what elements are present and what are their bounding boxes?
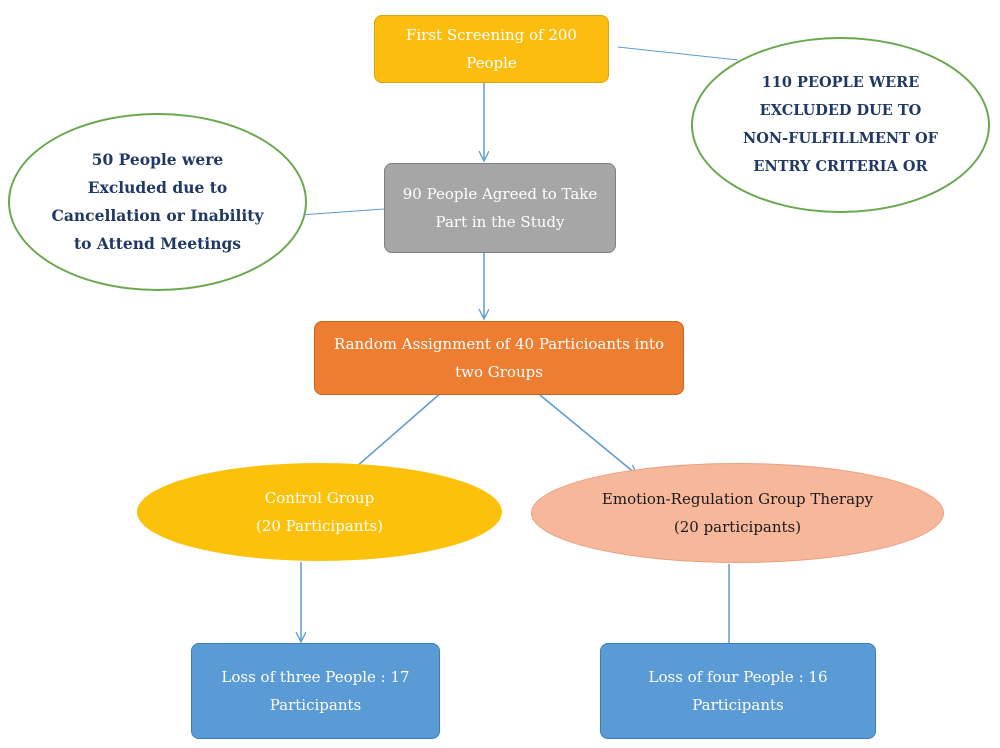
random-assignment-box: Random Assignment of 40 Particioants int… <box>314 321 684 395</box>
arrow-random-to-erg <box>539 394 636 474</box>
erg-loss-box: Loss of four People : 16 Participants <box>600 643 876 739</box>
control-group-ellipse: Control Group (20 Participants) <box>137 463 502 561</box>
control-line-1: Control Group <box>264 489 375 507</box>
erg-line-2: (20 participants) <box>673 518 802 536</box>
excluded-110-line-3: NON-FULFILLMENT OF <box>743 130 938 147</box>
loss3-line-1: Loss of three People : 17 <box>221 668 410 686</box>
excluded-50-line-1: 50 People were <box>91 150 224 169</box>
line-screening-to-excluded-110 <box>617 46 739 61</box>
line-agreed-to-excluded-50 <box>299 208 385 216</box>
first-screening-box: First Screening of 200 People <box>374 15 609 83</box>
excluded-50-line-4: to Attend Meetings <box>73 234 242 253</box>
excluded-50-line-3: Cancellation or Inability <box>51 206 264 225</box>
excluded-50-ellipse: 50 People were Excluded due to Cancellat… <box>8 113 307 291</box>
control-loss-box: Loss of three People : 17 Participants <box>191 643 440 739</box>
excluded-110-line-1: 110 PEOPLE WERE <box>761 74 920 91</box>
loss4-line-2: Participants <box>692 696 784 714</box>
excluded-110-line-2: EXCLUDED DUE TO <box>759 102 922 119</box>
agreed-participants-box: 90 People Agreed to Take Part in the Stu… <box>384 163 616 253</box>
random-line-1: Random Assignment of 40 Particioants int… <box>333 335 665 353</box>
random-line-2: two Groups <box>455 363 543 381</box>
first-screening-line-1: First Screening of 200 <box>406 26 577 44</box>
emotion-regulation-group-ellipse: Emotion-Regulation Group Therapy (20 par… <box>531 463 944 563</box>
erg-line-1: Emotion-Regulation Group Therapy <box>601 490 874 508</box>
control-line-2: (20 Participants) <box>255 517 384 535</box>
excluded-50-line-2: Excluded due to <box>87 178 228 197</box>
agreed-line-1: 90 People Agreed to Take <box>402 185 598 203</box>
first-screening-line-2: People <box>466 54 517 72</box>
loss4-line-1: Loss of four People : 16 <box>648 668 828 686</box>
excluded-110-ellipse: 110 PEOPLE WERE EXCLUDED DUE TO NON-FULF… <box>691 37 990 213</box>
loss3-line-2: Participants <box>269 696 362 714</box>
arrow-random-to-control <box>348 391 443 474</box>
agreed-line-2: Part in the Study <box>435 213 565 231</box>
excluded-110-line-4: ENTRY CRITERIA OR <box>753 158 928 175</box>
